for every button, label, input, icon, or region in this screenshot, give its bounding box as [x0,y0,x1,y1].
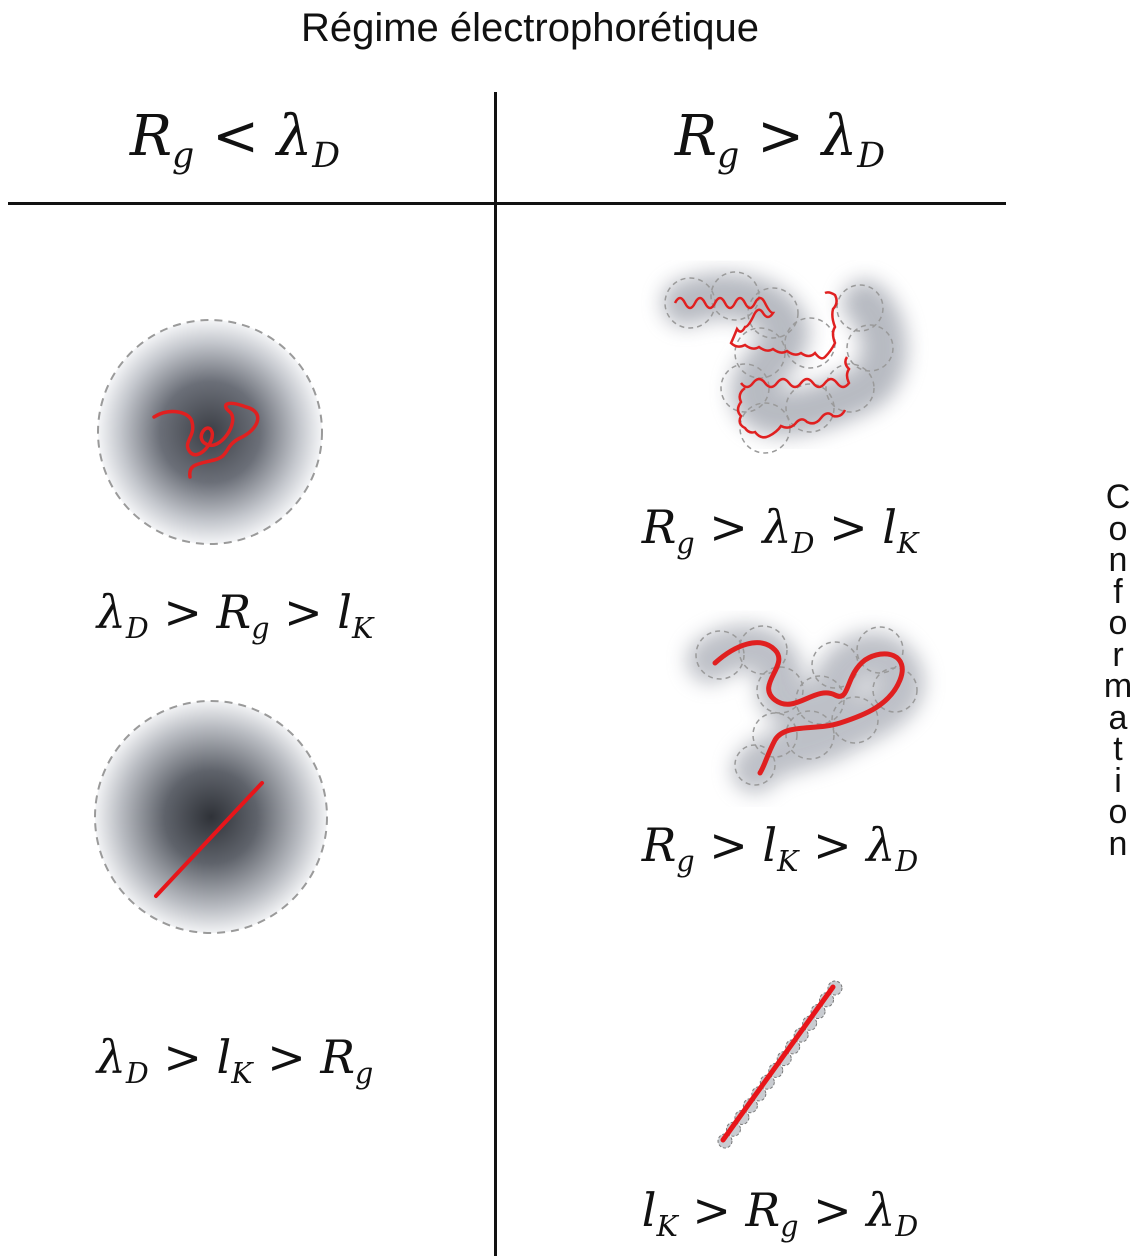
coil-in-halo-figure [90,312,330,552]
left-case-1-label: λD > Rg > lK [20,585,450,639]
rigid-rod [723,987,833,1140]
blob-chain-wormlike-figure [685,605,930,785]
side-label-letter: n [1098,829,1138,861]
right-case-3-label: lK > Rg > λD [560,1183,1000,1237]
left-case-2-label: λD > lK > Rg [20,1030,450,1084]
right-case-2-label: Rg > lK > λD [560,818,1000,872]
side-label-letter: n [1098,545,1138,577]
rod-in-halo-figure [90,696,332,938]
right-case-1-label: Rg > λD > lK [560,500,1000,554]
left-column-header: Rg < λD [20,104,450,169]
debye-halo [98,320,322,544]
header-divider [8,202,1006,205]
blob-chain-coiled-figure [645,258,920,468]
side-label-letter: t [1098,734,1138,766]
diagram-title: Régime électrophorétique [0,6,1060,51]
side-label-letter: o [1098,608,1138,640]
side-label-letter: o [1098,797,1138,829]
side-label-letter: C [1098,482,1138,514]
debye-halo [95,701,327,933]
side-label-letter: m [1098,671,1138,703]
column-divider [494,92,497,1256]
right-column-header: Rg > λD [560,104,1000,169]
rod-with-blobs-figure [705,975,850,1155]
